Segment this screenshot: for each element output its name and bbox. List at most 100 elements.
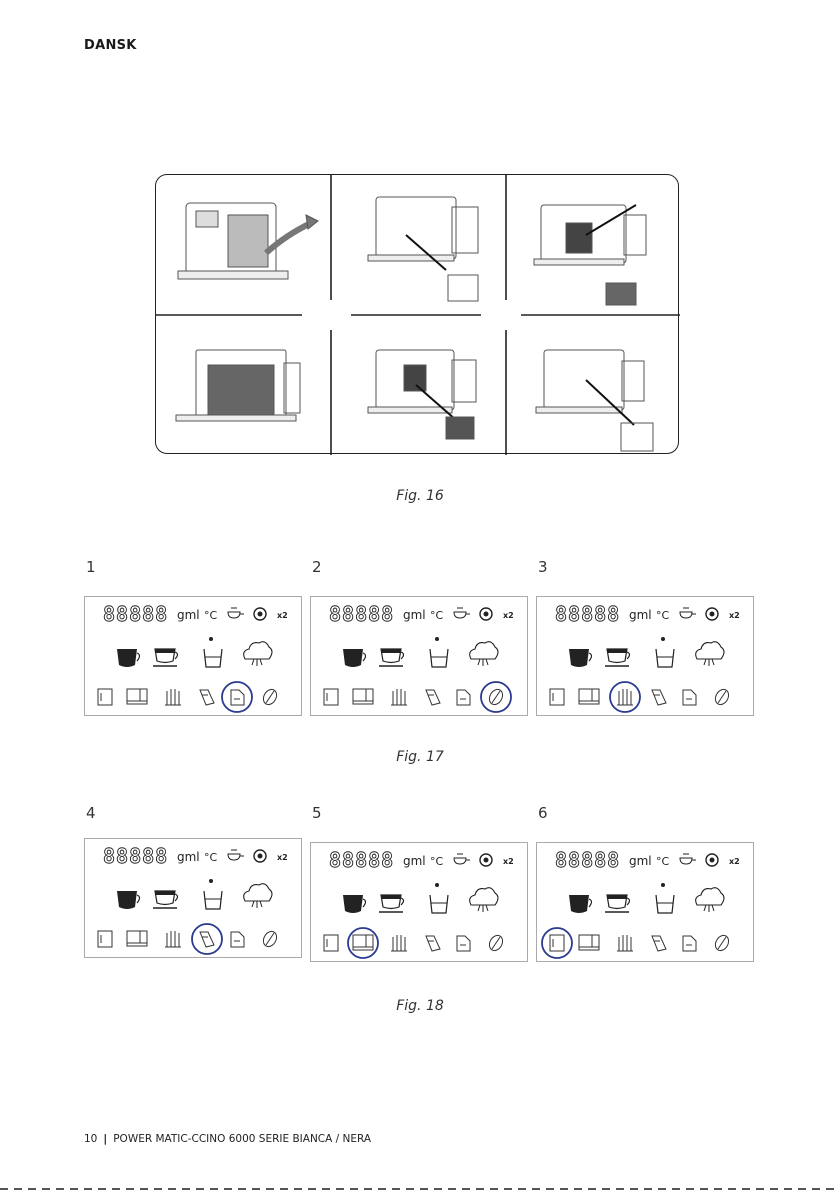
fig16-illustration bbox=[155, 174, 679, 454]
grounds-container-icon bbox=[200, 690, 214, 705]
temperature-label: °C bbox=[204, 851, 218, 864]
segment-display: 88888 bbox=[103, 844, 168, 868]
highlight-circle bbox=[222, 682, 252, 712]
coffee-strength-icon bbox=[228, 608, 244, 618]
rinse-icon bbox=[480, 854, 492, 866]
units-label: gml bbox=[629, 854, 652, 868]
temperature-label: °C bbox=[430, 855, 444, 868]
drip-tray-icon bbox=[127, 931, 147, 946]
brew-unit-icon bbox=[231, 932, 244, 947]
maintenance-steps-drawing bbox=[156, 175, 680, 455]
rinse-icon bbox=[706, 608, 718, 620]
units-label: gml bbox=[403, 608, 426, 622]
coffee-strength-icon bbox=[454, 854, 470, 864]
coffee-bean-icon bbox=[261, 929, 279, 949]
descale-icon bbox=[165, 689, 181, 705]
brew-unit-icon bbox=[683, 936, 696, 951]
coffee-bean-icon bbox=[487, 933, 505, 953]
steam-icon bbox=[244, 884, 272, 908]
drip-tray-icon bbox=[127, 689, 147, 704]
drip-tray-icon bbox=[353, 689, 373, 704]
product-name: POWER MATIC-CCINO 6000 SERIE BIANCA / NE… bbox=[113, 1133, 371, 1145]
coffee-strength-icon bbox=[680, 608, 696, 618]
segment-display: 88888 bbox=[329, 602, 394, 626]
espresso-icon bbox=[343, 895, 366, 913]
steam-icon bbox=[244, 642, 272, 666]
brew-unit-icon bbox=[683, 690, 696, 705]
coffee-icon bbox=[153, 891, 178, 908]
steam-icon bbox=[696, 642, 724, 666]
panel-number: 1 bbox=[86, 558, 96, 576]
espresso-icon bbox=[343, 649, 366, 667]
segment-display: 88888 bbox=[555, 602, 620, 626]
grounds-container-icon bbox=[426, 690, 440, 705]
insert-brew-unit-drawing bbox=[368, 350, 476, 439]
segment-display: 88888 bbox=[555, 848, 620, 872]
double-label: x2 bbox=[729, 857, 740, 866]
water-tank-icon bbox=[324, 935, 338, 951]
brew-unit-icon bbox=[457, 936, 470, 951]
coffee-icon bbox=[379, 649, 404, 666]
double-label: x2 bbox=[503, 611, 514, 620]
brew-unit-icon bbox=[231, 690, 244, 705]
machine-front-drawing bbox=[178, 203, 318, 279]
coffee-strength-icon bbox=[680, 854, 696, 864]
coffee-strength-icon bbox=[454, 608, 470, 618]
control-panel: 88888gml°Cx2 bbox=[536, 596, 754, 716]
open-door-drawing bbox=[368, 197, 478, 301]
coffee-icon bbox=[605, 895, 630, 912]
language-header: DANSK bbox=[84, 38, 137, 53]
double-label: x2 bbox=[277, 611, 288, 620]
units-label: gml bbox=[177, 850, 200, 864]
grounds-container-icon bbox=[652, 936, 666, 951]
highlight-circle bbox=[542, 928, 572, 958]
espresso-icon bbox=[569, 895, 592, 913]
espresso-icon bbox=[569, 649, 592, 667]
panel-drawing: 88888 gml °C x2 bbox=[85, 839, 301, 957]
rinse-icon bbox=[706, 854, 718, 866]
side-open-drawing bbox=[176, 350, 300, 421]
page-footer: 10|POWER MATIC-CCINO 6000 SERIE BIANCA /… bbox=[84, 1133, 371, 1145]
drip-tray-icon bbox=[579, 935, 599, 950]
panel-number: 5 bbox=[312, 804, 322, 822]
rinse-icon bbox=[480, 608, 492, 620]
remove-brew-unit-drawing bbox=[534, 205, 646, 305]
descale-icon bbox=[617, 935, 633, 951]
footer-separator: | bbox=[103, 1133, 107, 1145]
highlight-circle bbox=[610, 682, 640, 712]
water-tank-icon bbox=[550, 935, 564, 951]
steam-icon bbox=[470, 888, 498, 912]
fig18-caption: Fig. 18 bbox=[360, 998, 480, 1014]
descale-icon bbox=[391, 935, 407, 951]
coffee-icon bbox=[153, 649, 178, 666]
steam-icon bbox=[696, 888, 724, 912]
water-tank-icon bbox=[98, 931, 112, 947]
panel-number: 4 bbox=[86, 804, 96, 822]
drip-tray-icon bbox=[353, 935, 373, 950]
coffee-icon bbox=[379, 895, 404, 912]
temperature-label: °C bbox=[656, 609, 670, 622]
temperature-label: °C bbox=[430, 609, 444, 622]
panel-number: 2 bbox=[312, 558, 322, 576]
temperature-label: °C bbox=[656, 855, 670, 868]
panel-number: 6 bbox=[538, 804, 548, 822]
panel-number: 3 bbox=[538, 558, 548, 576]
descale-icon bbox=[165, 931, 181, 947]
hot-water-icon bbox=[204, 637, 222, 667]
double-label: x2 bbox=[277, 853, 288, 862]
fig16-caption: Fig. 16 bbox=[360, 488, 480, 504]
highlight-circle bbox=[192, 924, 222, 954]
coffee-strength-icon bbox=[228, 850, 244, 860]
coffee-icon bbox=[605, 649, 630, 666]
coffee-bean-icon bbox=[713, 933, 731, 953]
double-label: x2 bbox=[729, 611, 740, 620]
grounds-container-icon bbox=[652, 690, 666, 705]
rinse-icon bbox=[254, 850, 266, 862]
trim-line bbox=[0, 1188, 840, 1190]
grounds-container-icon bbox=[426, 936, 440, 951]
